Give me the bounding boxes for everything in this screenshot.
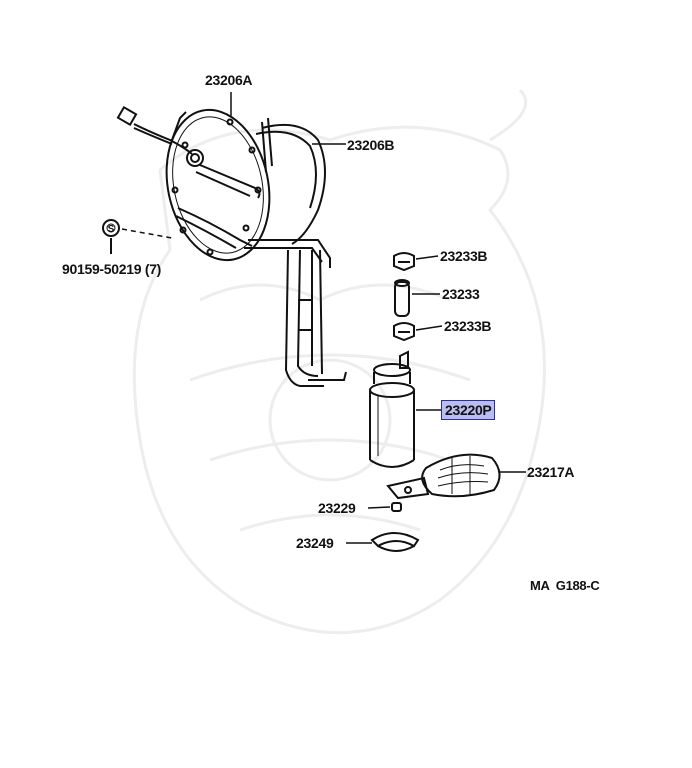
label-23206b: 23206B [347, 137, 395, 153]
fuel-filter-part [386, 453, 501, 500]
clamp-lower-part [393, 322, 415, 342]
label-23233: 23233 [442, 286, 480, 302]
fuel-sender-plate [165, 108, 271, 262]
leader-lines [230, 92, 526, 544]
leader-23233b-lower [415, 325, 443, 331]
hose-part [394, 279, 410, 317]
figure-code: MA G188-C [530, 578, 600, 593]
label-screw-qty: (7) [144, 261, 162, 277]
label-23229: 23229 [318, 500, 356, 516]
leader-23233b-upper [415, 255, 439, 260]
wire-connector [116, 105, 193, 155]
cushion-part [391, 502, 402, 512]
leader-23229 [367, 506, 391, 509]
label-23249: 23249 [296, 535, 334, 551]
label-screw: 90159-50219 (7) [62, 261, 161, 277]
fuel-pump-part [369, 350, 415, 468]
label-23233b-lower: 23233B [444, 318, 492, 334]
label-screw-number: 90159-50219 [62, 261, 142, 277]
label-23220p[interactable]: 23220P [441, 400, 496, 420]
fuel-tube-bracket [244, 117, 347, 387]
label-23217a: 23217A [527, 464, 575, 480]
screw-symbol: S [108, 224, 115, 235]
clamp-upper-part [393, 252, 415, 272]
watermark-emblem [132, 88, 546, 635]
label-23233b-upper: 23233B [440, 248, 488, 264]
screw-part [102, 219, 173, 254]
label-23206a: 23206A [205, 72, 253, 88]
retainer-part [370, 532, 420, 552]
